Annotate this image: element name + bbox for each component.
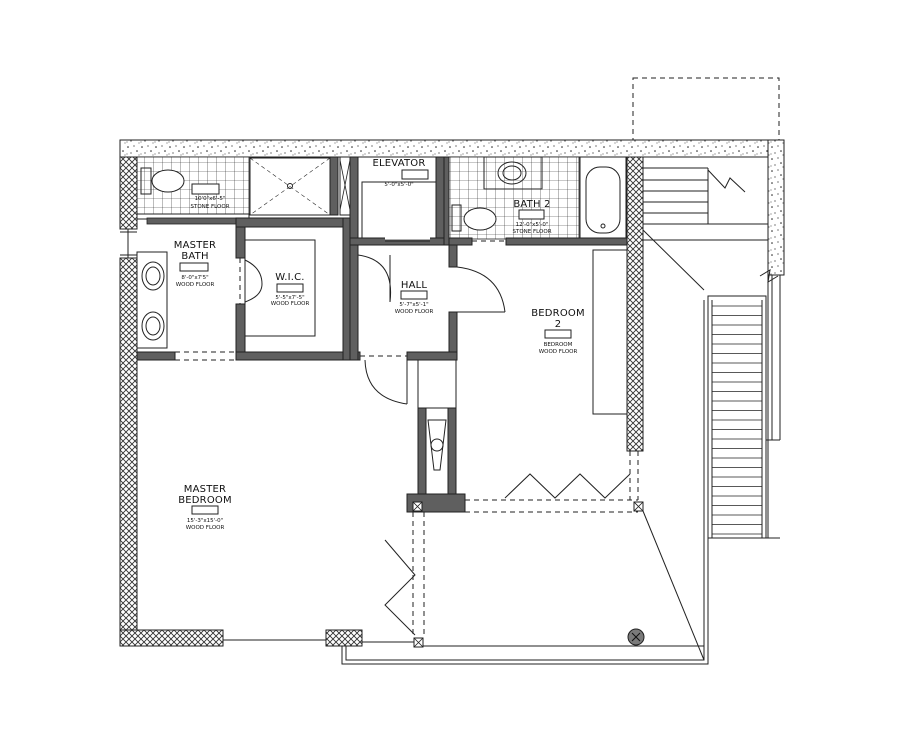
- bath2-floor: STONE FLOOR: [512, 229, 551, 235]
- sink-icon: [497, 161, 527, 185]
- master-bath-label-2: BATH: [181, 251, 208, 262]
- stair-treads: [712, 305, 762, 535]
- shower-drain-icon: [287, 183, 293, 189]
- bath2-vanity: [483, 156, 543, 190]
- sink-icon: [141, 261, 165, 291]
- wic-dim: 5'-5"x7'-5": [275, 295, 304, 301]
- left-exterior-wall-top: [119, 156, 138, 230]
- bottom-exterior-wall: [119, 629, 224, 647]
- bedroom2-label: BEDROOM: [531, 308, 585, 319]
- left-exterior-wall: [119, 257, 138, 647]
- wic-floor: WOOD FLOOR: [271, 301, 310, 307]
- hall-dim: 5'-7"x5'-1": [399, 302, 428, 308]
- right-exterior-wall: [767, 139, 785, 276]
- toilet-icon: [140, 167, 185, 195]
- hall-floor: WOOD FLOOR: [395, 309, 434, 315]
- master-bath-label: MASTER: [174, 240, 216, 251]
- bath2-dim: 12'-0"x5'-0": [516, 222, 549, 228]
- bifold-door: [504, 473, 631, 499]
- master-bedroom-floor: WOOD FLOOR: [186, 525, 225, 531]
- master-bedroom-label-2: BEDROOM: [178, 495, 232, 506]
- hall-label: HALL: [401, 280, 428, 291]
- master-bedroom-label: MASTER: [184, 484, 226, 495]
- master-bath-floor: WOOD FLOOR: [176, 282, 215, 288]
- top-exterior-wall: [119, 139, 785, 158]
- bedroom2-dim: BEDROOM: [544, 342, 573, 348]
- bath1-dim: 10'0"x6'-5": [195, 196, 226, 202]
- master-bedroom-dim: 15'-3"x15'-0": [187, 518, 223, 524]
- bottom-wall-pier: [325, 629, 363, 647]
- upper-deck-outline: [632, 77, 780, 141]
- bedroom2-label-2: 2: [555, 319, 562, 330]
- elevator-dim: 5'-0"x5'-0": [384, 182, 413, 188]
- elevator-label: ELEVATOR: [372, 158, 425, 169]
- bifold-door: [384, 539, 416, 636]
- wic-label: W.I.C.: [275, 272, 304, 283]
- master-bath-dim: 8'-0"x7'5": [181, 275, 208, 281]
- bath1-floor: STONE FLOOR: [190, 204, 229, 210]
- deck-outline: [341, 296, 709, 665]
- bedroom2-floor: WOOD FLOOR: [539, 349, 578, 355]
- bedroom2-right-wall: [626, 156, 644, 452]
- toilet-icon: [451, 204, 497, 232]
- vanity: [136, 251, 168, 349]
- bath2-label: BATH 2: [513, 199, 550, 210]
- sink-icon: [141, 311, 165, 341]
- exterior-stair: [643, 156, 784, 539]
- elevator-shaft: [349, 156, 445, 242]
- wic-shelving: [244, 239, 316, 337]
